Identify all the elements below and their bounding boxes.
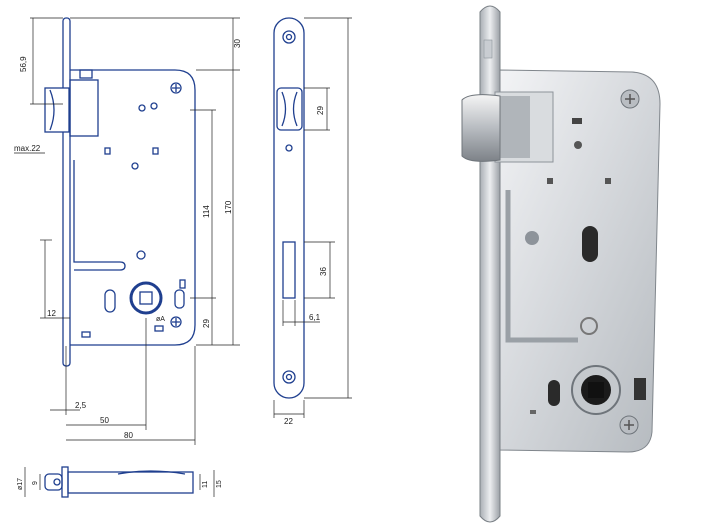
front-view-dimensions: [14, 17, 240, 445]
faceplate-view-labels: 29 36 6,1 22: [284, 106, 328, 426]
dim-170: 170: [224, 200, 233, 214]
dim-22: 22: [284, 417, 293, 426]
case-hole: [138, 104, 146, 112]
dim-114: 114: [202, 205, 211, 218]
dim-29-left: 29: [202, 319, 211, 328]
faceplate-view-dimensions: [273, 17, 352, 418]
lever-bar: [73, 160, 126, 271]
lower-screw: [170, 316, 182, 328]
lock-case-outline: [70, 69, 196, 346]
latch-bolt: [44, 87, 70, 133]
follower-ring: [129, 281, 163, 315]
latch-housing: [69, 79, 99, 137]
dim-30: 30: [233, 39, 242, 48]
bolt-slot: [104, 289, 116, 313]
dim-12: 12: [47, 309, 56, 318]
photo-case: [497, 69, 661, 453]
front-view-labels: 56,9 30 max.22 114 170 29 12 øA 2,5 50 8…: [14, 39, 242, 440]
dim-56-9: 56,9: [19, 56, 28, 72]
faceplate-outline: [62, 17, 71, 367]
dim-50: 50: [100, 416, 109, 425]
faceplate-front: [273, 17, 305, 399]
dim-phiA: øA: [156, 316, 165, 323]
dim-6-1: 6,1: [309, 313, 321, 322]
photo-key-slot: [582, 226, 598, 262]
dim-phi17: ø17: [17, 478, 24, 490]
top-view-faceplate: [61, 466, 69, 498]
front-view-drawing: [44, 17, 196, 367]
case-hole: [150, 102, 158, 110]
dim-11: 11: [202, 481, 209, 488]
dim-29-right: 29: [316, 106, 325, 115]
photo-faceplate: [479, 5, 501, 523]
top-view-case: [67, 471, 194, 494]
bolt-opening: [282, 241, 296, 299]
dim-max22: max.22: [14, 144, 41, 153]
dim-15: 15: [216, 480, 223, 488]
upper-screw: [170, 82, 182, 94]
dim-36: 36: [319, 267, 328, 276]
dim-80: 80: [124, 431, 133, 440]
faceplate-view-drawing: [273, 17, 305, 399]
dim-2-5: 2,5: [75, 401, 87, 410]
photo-latch: [461, 94, 501, 162]
dim-9: 9: [32, 481, 39, 485]
lock-photo: [461, 5, 661, 523]
top-view-labels: ø17 9 11 15: [17, 478, 223, 490]
follower-square: [139, 291, 153, 305]
latch-opening: [276, 87, 303, 131]
top-view-drawing: [44, 466, 194, 498]
top-view-dimensions: [24, 467, 215, 497]
